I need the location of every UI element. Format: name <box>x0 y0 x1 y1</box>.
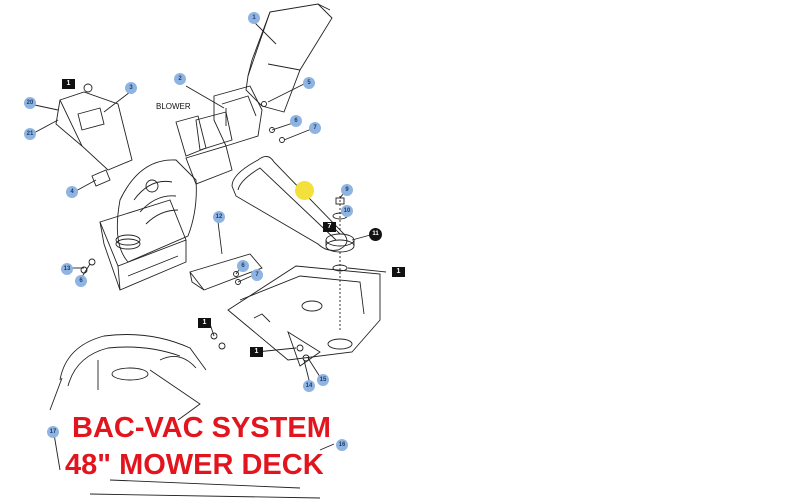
callout-12: 12 <box>213 211 225 223</box>
callout-6c: 6 <box>75 275 87 287</box>
callout-11: 11 <box>369 228 382 241</box>
callout-4: 4 <box>66 186 78 198</box>
callout-1: 1 <box>248 12 260 24</box>
callout-21: 21 <box>24 128 36 140</box>
callout-9: 9 <box>341 184 353 196</box>
ref-tag-1d: 1 <box>250 347 263 357</box>
callout-7a: 7 <box>309 122 321 134</box>
ref-tag-1a: 1 <box>62 79 75 89</box>
callout-13: 13 <box>61 263 73 275</box>
callout-5: 5 <box>303 77 315 89</box>
callout-16: 16 <box>336 439 348 451</box>
diagram-title-line-1: BAC-VAC SYSTEM <box>72 412 331 444</box>
callout-3: 3 <box>125 82 137 94</box>
ref-tag-1c: 1 <box>198 318 211 328</box>
ref-tag-7: 7 <box>323 222 336 232</box>
callout-2: 2 <box>174 73 186 85</box>
callout-6b: 6 <box>237 260 249 272</box>
diagram-title-line-2: 48" MOWER DECK <box>65 449 324 481</box>
highlight-marker <box>295 181 314 200</box>
callout-17: 17 <box>47 426 59 438</box>
callout-20: 20 <box>24 97 36 109</box>
callout-15: 15 <box>317 374 329 386</box>
callout-6a: 6 <box>290 115 302 127</box>
callout-14: 14 <box>303 380 315 392</box>
callout-10: 10 <box>341 205 353 217</box>
blower-label: BLOWER <box>156 102 191 111</box>
callout-7b: 7 <box>251 269 263 281</box>
ref-tag-1b: 1 <box>392 267 405 277</box>
